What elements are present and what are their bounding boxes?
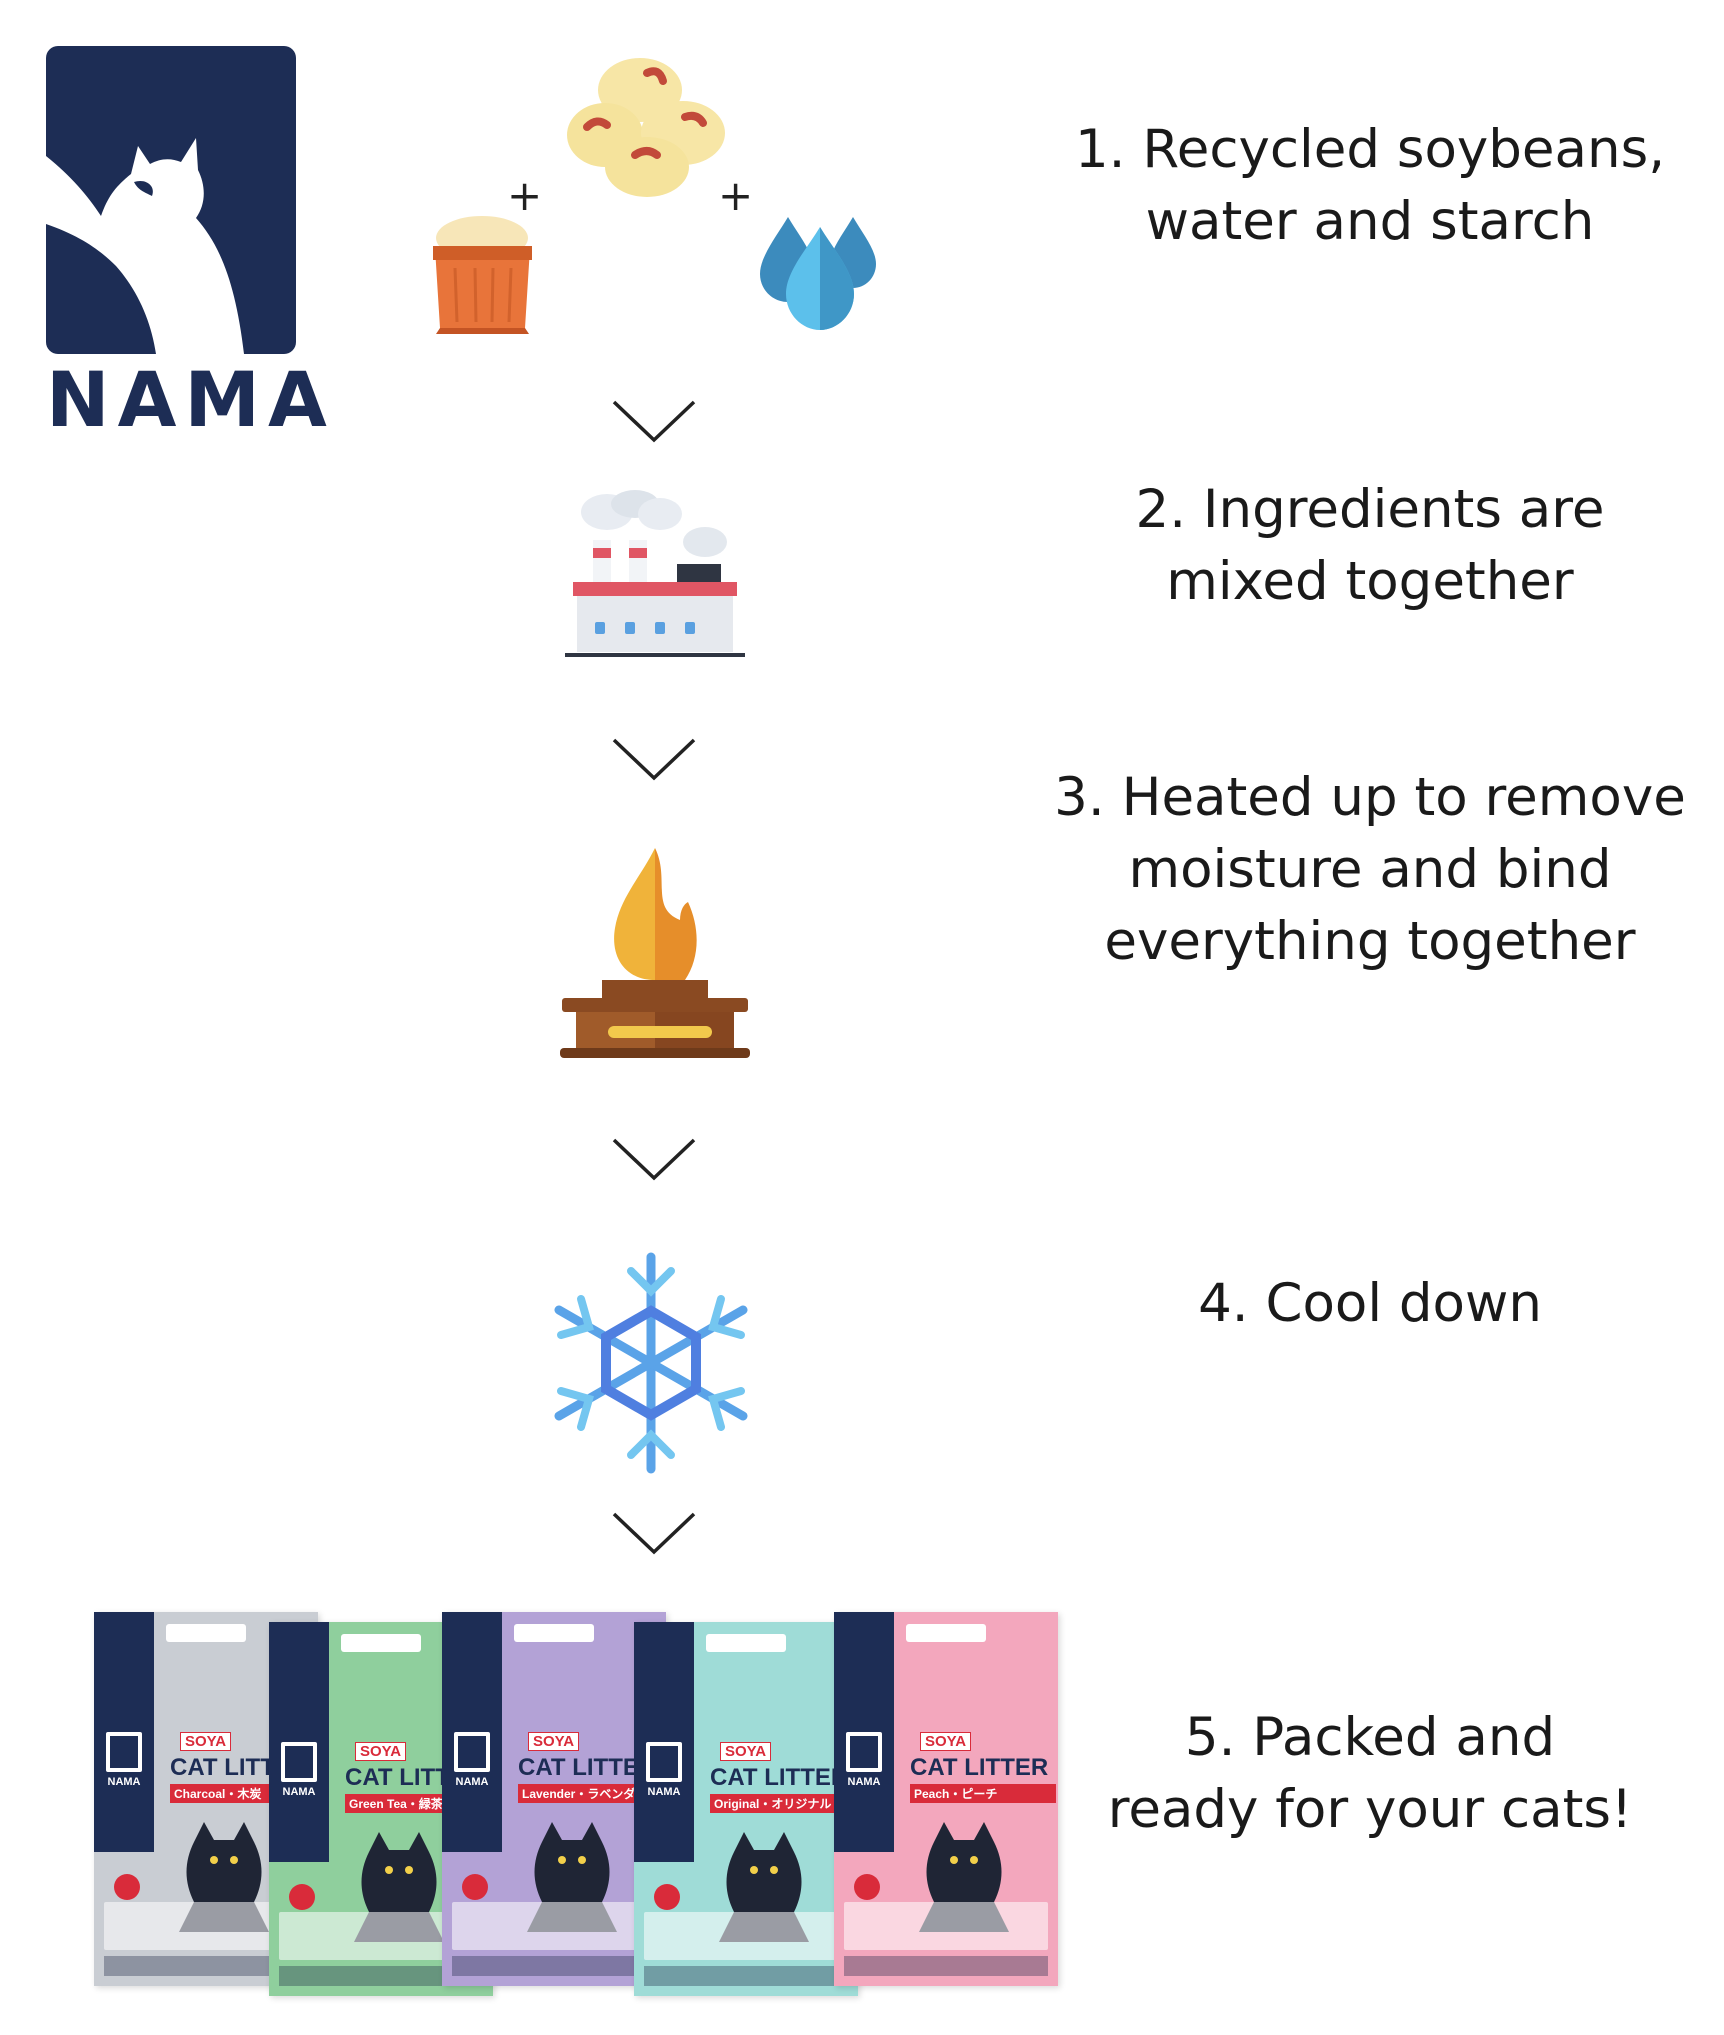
burner-flame-icon — [560, 848, 750, 1058]
step-1-text: 1. Recycled soybeans, water and starch — [1074, 119, 1666, 252]
package-brand: NAMA — [847, 1776, 881, 1788]
package-soya-label: SOYA — [920, 1732, 972, 1751]
package-variant: Peach・ピーチ — [910, 1784, 1056, 1803]
package-variant: Lavender・ラベンダー — [518, 1784, 664, 1803]
step-4-text: 4. Cool down — [1198, 1273, 1542, 1334]
package-product-name: CAT LITTER — [710, 1764, 849, 1791]
package-soya-label: SOYA — [180, 1732, 232, 1751]
package-brand: NAMA — [455, 1776, 489, 1788]
brand-name: NAMA — [46, 355, 335, 444]
cat-silhouette-icon — [46, 138, 244, 354]
package-product-name: CAT LITTER — [910, 1754, 1049, 1781]
package-brand: NAMA — [282, 1786, 316, 1798]
package-soya-label: SOYA — [355, 1742, 407, 1761]
nama-logo — [46, 46, 296, 354]
cat-litter-package: NAMA SOYA CAT LITTER Original・オリジナル — [634, 1622, 858, 1996]
chevron-down-icon — [612, 1512, 696, 1555]
package-soya-label: SOYA — [720, 1742, 772, 1761]
package-brand: NAMA — [647, 1786, 681, 1798]
snowflake-icon — [554, 1252, 748, 1474]
chevron-down-icon — [612, 400, 696, 443]
plus-sign-right: + — [718, 171, 754, 220]
plus-sign-left: + — [507, 171, 543, 220]
step-2-text: 2. Ingredients are mixed together — [1135, 479, 1605, 612]
factory-icon — [565, 490, 745, 657]
chevron-down-icon — [612, 1138, 696, 1181]
package-variant: Original・オリジナル — [710, 1794, 856, 1813]
package-product-name: CAT LITTER — [518, 1754, 657, 1781]
step-3-text: 3. Heated up to remove moisture and bind… — [1054, 767, 1686, 972]
package-brand: NAMA — [107, 1776, 141, 1788]
chevron-down-icon — [612, 738, 696, 781]
packaging-bags-icon: NAMA SOYA CAT LITTER Charcoal・木炭 NAMA SO… — [94, 1612, 1058, 1998]
step-5-text: 5. Packed and ready for your cats! — [1107, 1707, 1633, 1840]
starch-sack-icon — [433, 216, 532, 334]
soybeans-icon — [567, 58, 725, 197]
cat-litter-package: NAMA SOYA CAT LITTER Peach・ピーチ — [834, 1612, 1058, 1986]
cat-litter-package: NAMA SOYA CAT LITTER Lavender・ラベンダー — [442, 1612, 666, 1986]
water-drops-icon — [760, 217, 876, 330]
package-soya-label: SOYA — [528, 1732, 580, 1751]
